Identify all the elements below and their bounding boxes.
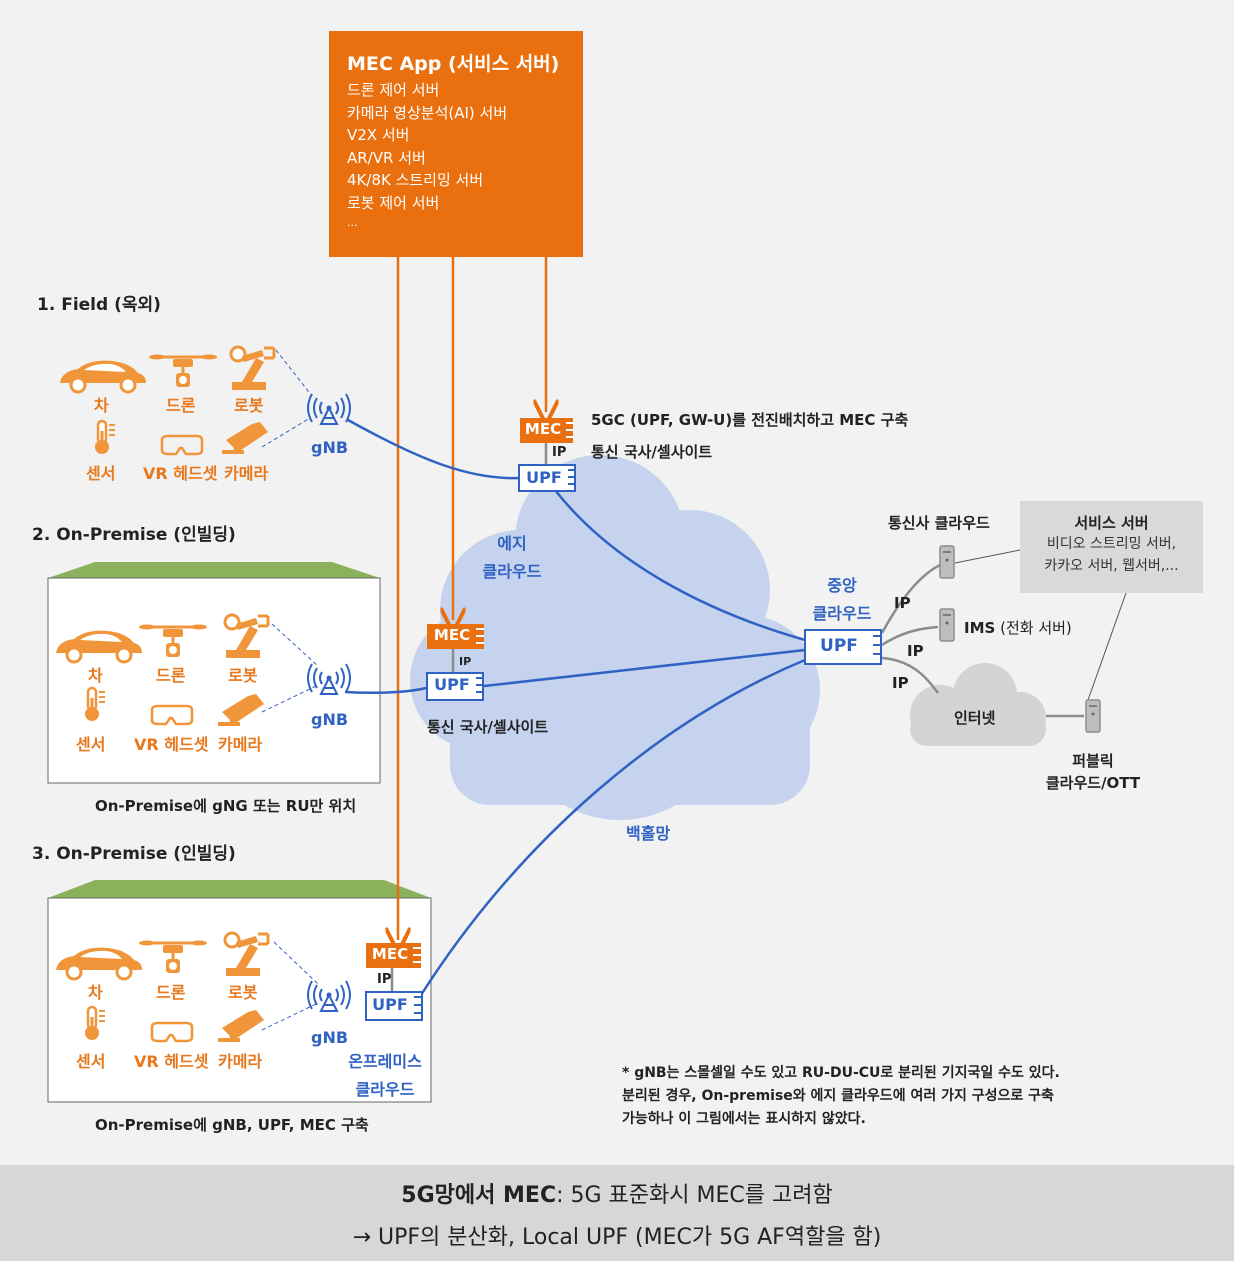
- car-label: 차: [88, 983, 103, 1002]
- footer-rest: : 5G 표준화시 MEC를 고려함: [556, 1183, 833, 1208]
- ip-label-2: IP: [907, 642, 924, 660]
- gnb-label: gNB: [311, 438, 349, 457]
- thin-links: [954, 549, 1127, 701]
- drone-label: 드론: [156, 666, 186, 685]
- mec-app-item: AR/VR 서버: [347, 148, 426, 167]
- blue-links: [344, 418, 806, 996]
- internet-cloud: [910, 663, 1046, 746]
- public-cloud-line: 클라우드/OTT: [1045, 774, 1141, 792]
- robot-label: 로봇: [228, 666, 258, 685]
- onprem2-caption: On-Premise에 gNB, UPF, MEC 구축: [95, 1116, 369, 1134]
- ims-label: IMS (전화 서버): [964, 617, 1072, 638]
- service-server-line: 비디오 스트리밍 서버,: [1046, 536, 1177, 552]
- central-upf: [804, 629, 882, 665]
- central-upf-label: UPF: [820, 636, 858, 656]
- ip-label-3: IP: [892, 674, 909, 692]
- car-label: 차: [94, 396, 109, 415]
- sensor-label: 센서: [76, 1052, 106, 1071]
- mec-app-item: 로봇 제어 서버: [347, 193, 440, 212]
- mec-app-title: MEC App (서비스 서버): [347, 53, 560, 75]
- footnote: * gNB는 스몰셀일 수도 있고 RU-DU-CU로 분리된 기지국일 수도 …: [622, 1062, 1162, 1131]
- mec-app-box: MEC App (서비스 서버) 드론 제어 서버 카메라 영상분석(AI) 서…: [329, 31, 583, 257]
- field-mec-upf: [518, 418, 576, 492]
- mec-app-item: 드론 제어 서버: [347, 81, 440, 99]
- footer-bold: 5G망에서 MEC: [401, 1183, 557, 1208]
- gnb-label: gNB: [311, 710, 349, 729]
- ims-sub: (전화 서버): [1000, 619, 1072, 637]
- central-cloud-label: 중앙 클라우드: [800, 572, 884, 628]
- car-label: 차: [88, 666, 103, 685]
- footer-line-1: 5G망에서 MEC: 5G 표준화시 MEC를 고려함: [0, 1177, 1234, 1209]
- footnote-line: * gNB는 스몰셀일 수도 있고 RU-DU-CU로 분리된 기지국일 수도 …: [622, 1065, 1060, 1081]
- mec-app-item: ...: [347, 215, 358, 229]
- onprem1-caption: On-Premise에 gNG 또는 RU만 위치: [95, 797, 357, 815]
- sensor-label: 센서: [86, 464, 116, 483]
- onprem-cloud-label: 온프레미스 클라우드: [340, 1048, 430, 1104]
- gnb-label: gNB: [311, 1028, 349, 1047]
- field-upf-label: UPF: [526, 468, 562, 487]
- onprem-cloud-line: 온프레미스: [348, 1052, 422, 1071]
- edge-cloud-line: 클라우드: [482, 562, 542, 581]
- mec-app-item: V2X 서버: [347, 126, 410, 145]
- field-note-2: 통신 국사/셀사이트: [591, 443, 713, 461]
- edge-ip-label: IP: [459, 655, 472, 668]
- vr-label: VR 헤드셋: [143, 464, 218, 483]
- public-cloud-label: 퍼블릭 클라우드/OTT: [1030, 750, 1156, 794]
- camera-label: 카메라: [224, 464, 269, 483]
- field-ip-label: IP: [552, 445, 567, 460]
- vr-label: VR 헤드셋: [134, 1052, 209, 1071]
- robot-label: 로봇: [234, 396, 264, 415]
- edge-site-label: 통신 국사/셀사이트: [427, 718, 549, 736]
- ims-title: IMS: [964, 619, 996, 637]
- edge-cloud-line: 에지: [497, 534, 527, 553]
- dashed-links: [261, 349, 319, 1031]
- onprem-ip-label: IP: [377, 972, 392, 987]
- ip-label-1: IP: [894, 594, 911, 612]
- onprem-mec-upf: [365, 943, 423, 1021]
- camera-label: 카메라: [218, 1052, 263, 1071]
- camera-label: 카메라: [218, 735, 263, 754]
- section-onprem2-title: 3. On-Premise (인빌딩): [32, 844, 236, 864]
- drone-label: 드론: [166, 396, 196, 415]
- edge-mec-upf: [426, 624, 484, 701]
- field-note-1: 5GC (UPF, GW-U)를 전진배치하고 MEC 구축: [591, 411, 909, 429]
- mec-app-item: 카메라 영상분석(AI) 서버: [347, 103, 508, 122]
- drone-label: 드론: [156, 983, 186, 1002]
- edge-upf-label: UPF: [434, 675, 470, 694]
- vr-label: VR 헤드셋: [134, 735, 209, 754]
- internet-label: 인터넷: [954, 709, 996, 727]
- service-server-box: 서비스 서버 비디오 스트리밍 서버, 카카오 서버, 웹서버,...: [1020, 501, 1203, 593]
- public-cloud-line: 퍼블릭: [1072, 752, 1114, 770]
- section-field-title: 1. Field (옥외): [37, 295, 161, 315]
- onprem-mec-label: MEC: [371, 945, 409, 963]
- mec-app-links: [398, 257, 546, 940]
- telco-cloud-label: 통신사 클라우드: [888, 514, 990, 532]
- mec-app-item: 4K/8K 스트리밍 서버: [347, 171, 484, 190]
- robot-label: 로봇: [228, 983, 258, 1002]
- central-cloud-line: 클라우드: [812, 604, 872, 623]
- footnote-line: 가능하나 이 그림에서는 표시하지 않았다.: [622, 1111, 866, 1127]
- edge-mec-label: MEC: [433, 626, 471, 644]
- central-cloud-line: 중앙: [827, 576, 857, 595]
- grey-links: [880, 563, 1084, 718]
- service-server-title: 서비스 서버: [1074, 514, 1149, 532]
- onprem-cloud-line: 클라우드: [355, 1080, 415, 1099]
- service-server-line: 카카오 서버, 웹서버,...: [1044, 558, 1179, 574]
- onprem-upf-label: UPF: [372, 995, 408, 1014]
- field-mec-label: MEC: [524, 420, 562, 438]
- summary-footer: 5G망에서 MEC: 5G 표준화시 MEC를 고려함 → UPF의 분산화, …: [0, 1165, 1234, 1261]
- footer-line-2: → UPF의 분산화, Local UPF (MEC가 5G AF역할을 함): [352, 1225, 882, 1250]
- section-onprem1-title: 2. On-Premise (인빌딩): [32, 525, 236, 545]
- sensor-label: 센서: [76, 735, 106, 754]
- building-2: [47, 562, 381, 784]
- footnote-line: 분리된 경우, On-premise와 에지 클라우드에 여러 가지 구성으로 …: [622, 1088, 1054, 1104]
- edge-cloud-label: 에지 클라우드: [470, 530, 554, 586]
- backhaul-label: 백홀망: [626, 824, 671, 843]
